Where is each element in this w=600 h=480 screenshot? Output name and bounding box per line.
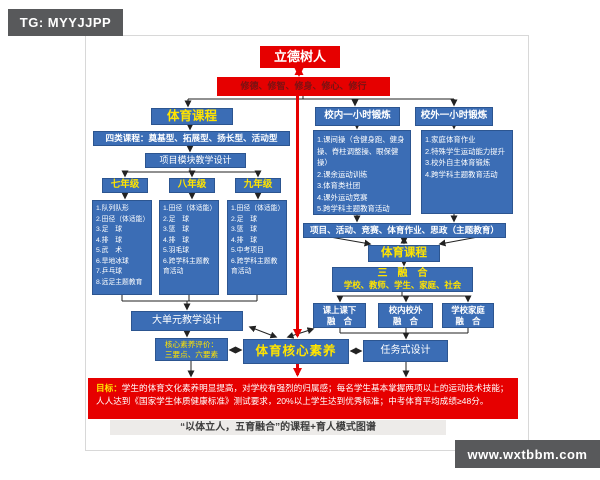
list-item: 3.校外自主体育锻炼 xyxy=(425,158,491,167)
grade-8-list: 1.田径（体适能） 2.足 球 3.篮 球 4.排 球 5.羽毛球 6.跨学科主题教育活动 xyxy=(159,200,219,295)
list-item: 3.篮 球 xyxy=(231,226,258,233)
list-item: 4.课外运动竞赛 xyxy=(317,192,368,202)
course-types-bar: 四类课程：奠基型、拓展型、扬长型、活动型 xyxy=(93,131,290,146)
list-item: 1.队列队形 xyxy=(96,205,129,212)
list-item: 3.体育类社团 xyxy=(317,181,361,190)
list-item: 1.家庭体育作业 xyxy=(425,135,476,144)
fusion-class-line1: 课上课下 xyxy=(322,304,357,315)
grade-9-list: 1.田径（体适能） 2.足 球 3.篮 球 4.排 球 5.中考项目 6.跨学科主题教育活… xyxy=(227,200,287,295)
caption-bar: “以体立人，五育融合”的课程+育人模式图谱 xyxy=(110,420,446,435)
list-item: 5.跨学科主题教育活动 xyxy=(317,204,390,213)
three-integration-line1: 三 融 合 xyxy=(377,268,428,279)
grade-8: 八年级 xyxy=(169,178,215,193)
module-design: 项目模块教学设计 xyxy=(145,153,246,168)
three-integration-line2: 学校、教师、学生、家庭、社会 xyxy=(343,280,462,290)
root-node: 立德树人 xyxy=(260,46,340,68)
virtues-bar: 修德、修智、修身、修心、修行 xyxy=(217,77,390,96)
pe-course-left: 体育课程 xyxy=(151,108,233,125)
goal-label: 目标： xyxy=(96,383,122,393)
list-item: 5.武 术 xyxy=(96,247,123,254)
list-item: 4.排 球 xyxy=(231,236,258,244)
list-item: 4.排 球 xyxy=(163,236,190,244)
list-item: 3.足 球 xyxy=(96,226,123,233)
fusion-school: 校内校外 融 合 xyxy=(378,303,433,328)
three-integration: 三 融 合 学校、教师、学生、家庭、社会 xyxy=(332,267,473,292)
list-item: 8.远足主题教育 xyxy=(96,278,143,286)
fusion-class-line2: 融 合 xyxy=(326,315,353,326)
out-school-list: 1.家庭体育作业 2.特殊学生运动能力提升 3.校外自主体育锻炼 4.跨学科主题教育活… xyxy=(421,130,513,214)
grade-9: 九年级 xyxy=(235,178,281,193)
goal-text: 学生的体育文化素养明显提高，对学校有强烈的归属感；每名学生基本掌握两项以上的运动… xyxy=(96,383,509,406)
out-school-header: 校外一小时锻炼 xyxy=(415,107,493,126)
watermark-website: www.wxtbbm.com xyxy=(455,440,600,468)
list-item: 1.课间操（含健身跑、健身操、脊柱调整操、眼保健操） xyxy=(317,135,405,167)
list-item: 4.排 球 xyxy=(96,236,123,244)
list-item: 4.跨学科主题教育活动 xyxy=(425,169,498,179)
fusion-school-line1: 校内校外 xyxy=(388,304,423,315)
list-item: 7.乒乓球 xyxy=(96,268,123,275)
list-item: 5.中考项目 xyxy=(231,247,264,254)
list-item: 6.旱地冰球 xyxy=(96,257,129,265)
list-item: 2.特殊学生运动能力提升 xyxy=(425,146,506,156)
goal-banner: 目标：学生的体育文化素养明显提高，对学校有强烈的归属感；每名学生基本掌握两项以上… xyxy=(88,378,518,419)
unit-design: 大单元教学设计 xyxy=(131,311,243,331)
list-item: 6.跨学科主题教育活动 xyxy=(231,257,278,276)
task-design: 任务式设计 xyxy=(363,340,448,362)
carriers-bar: 项目、活动、竞赛、体育作业、思政（主题教育） xyxy=(303,223,506,238)
fusion-family-line1: 学校家庭 xyxy=(451,304,485,315)
core-evaluation-line2: 三要点、六要素 xyxy=(164,349,219,359)
fusion-family: 学校家庭 融 合 xyxy=(442,303,494,328)
list-item: 3.篮 球 xyxy=(163,226,190,233)
list-item: 2.足 球 xyxy=(163,215,190,223)
pe-course-right: 体育课程 xyxy=(368,245,440,262)
list-item: 2.足 球 xyxy=(231,215,258,223)
in-school-list: 1.课间操（含健身跑、健身操、脊柱调整操、眼保健操） 2.课余运动训练 3.体育类社… xyxy=(313,130,411,215)
core-literacy: 体育核心素养 xyxy=(243,339,349,364)
list-item: 2.田径（体适能） xyxy=(96,215,150,223)
fusion-class: 课上课下 融 合 xyxy=(313,303,366,328)
list-item: 2.课余运动训练 xyxy=(317,169,368,179)
fusion-school-line2: 融 合 xyxy=(392,315,419,326)
core-evaluation-line1: 核心素养评价： xyxy=(164,339,219,349)
fusion-family-line2: 融 合 xyxy=(455,315,481,326)
core-evaluation: 核心素养评价： 三要点、六要素 xyxy=(155,338,228,361)
list-item: 6.跨学科主题教育活动 xyxy=(163,257,210,276)
list-item: 1.田径（体适能） xyxy=(163,205,217,212)
grade-7: 七年级 xyxy=(102,178,148,193)
watermark-tg: TG: MYYJJPP xyxy=(8,9,123,36)
grade-7-list: 1.队列队形 2.田径（体适能） 3.足 球 4.排 球 5.武 术 6.旱地冰球 7.乒乓… xyxy=(92,200,152,295)
in-school-header: 校内一小时锻炼 xyxy=(315,107,400,126)
list-item: 1.田径（体适能） xyxy=(231,205,285,212)
list-item: 5.羽毛球 xyxy=(163,247,190,254)
